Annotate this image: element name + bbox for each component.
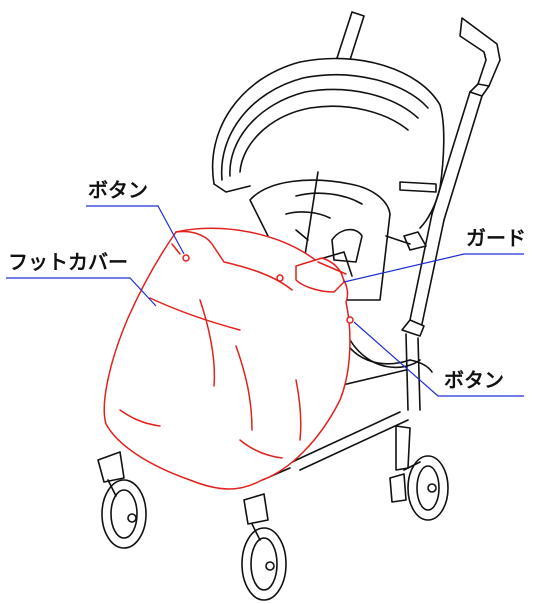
- label-button-top: ボタン: [88, 178, 148, 202]
- leader-lines: [6, 205, 524, 397]
- label-guard: ガード: [466, 226, 526, 250]
- label-button-side: ボタン: [444, 368, 504, 392]
- leader-guard: [343, 253, 524, 283]
- rear-wheel: [389, 455, 449, 521]
- front-right-wheel: [241, 493, 287, 601]
- label-foot-cover: フットカバー: [8, 250, 128, 274]
- canopy: [211, 57, 445, 229]
- leader-button-top: [86, 205, 185, 255]
- leader-button-side: [353, 321, 524, 397]
- right-handle: [431, 17, 501, 221]
- leader-foot-cover: [6, 277, 157, 307]
- foot-cover: [103, 227, 354, 490]
- front-left-wheel: [97, 451, 147, 549]
- seat: [249, 179, 391, 301]
